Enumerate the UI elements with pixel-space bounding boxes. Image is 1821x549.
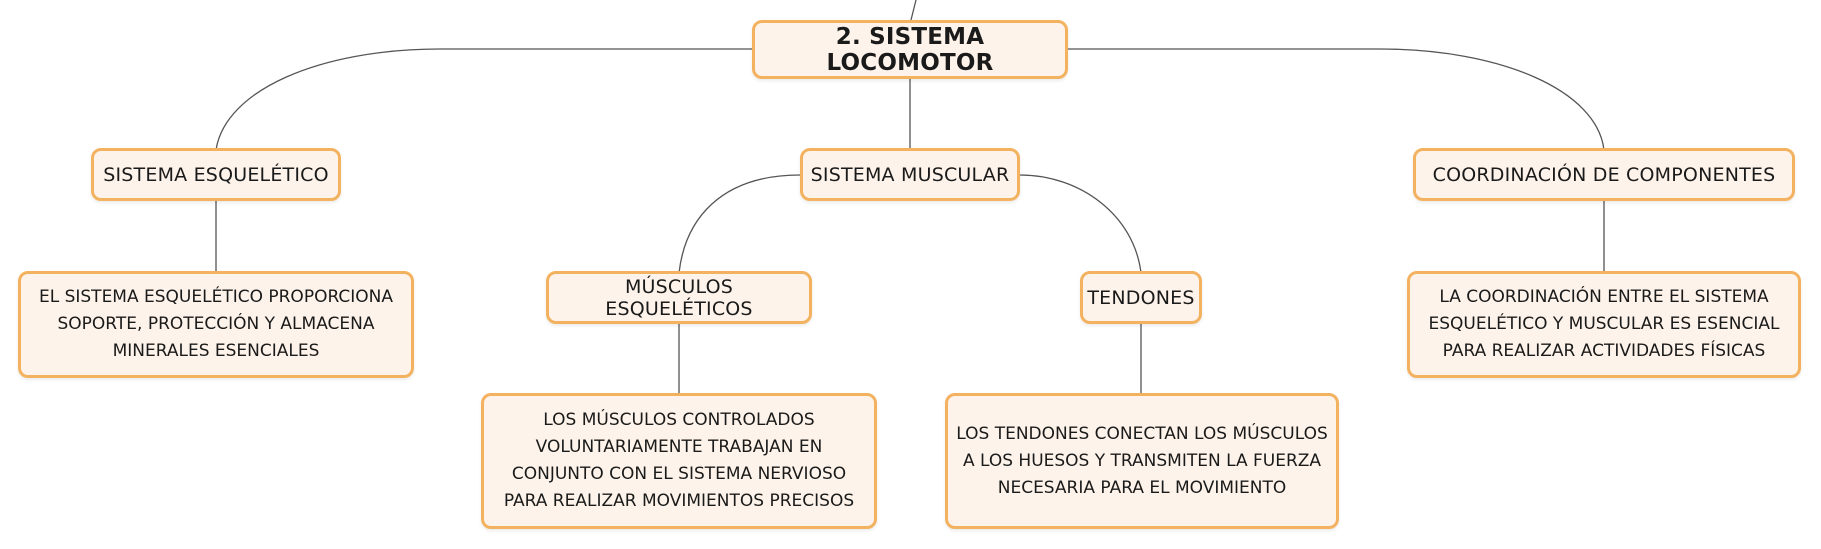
leaf-node-text: LOS MÚSCULOS CONTROLADOS VOLUNTARIAMENTE… (503, 410, 855, 511)
leaf-node-coordination-description[interactable]: LA COORDINACIÓN ENTRE EL SISTEMA ESQUELÉ… (1407, 271, 1801, 378)
connector-muscular-to-tendons (1019, 174, 1142, 274)
leaf-node-tendons-description[interactable]: LOS TENDONES CONECTAN LOS MÚSCULOS A LOS… (945, 393, 1339, 529)
leaf-node-skeletal-muscles-description[interactable]: LOS MÚSCULOS CONTROLADOS VOLUNTARIAMENTE… (481, 393, 877, 529)
branch-node-component-coordination[interactable]: COORDINACIÓN DE COMPONENTES (1413, 148, 1795, 201)
connector-parent-to-root (910, 0, 917, 21)
root-node[interactable]: 2. SISTEMA LOCOMOTOR (752, 20, 1068, 79)
sub-node-label: MÚSCULOS ESQUELÉTICOS (605, 275, 753, 320)
connector-root-to-coordination (1068, 48, 1605, 151)
branch-node-label: SISTEMA MUSCULAR (810, 163, 1010, 186)
connector-muscular-to-skeletal-muscles (678, 174, 801, 274)
sub-node-skeletal-muscles[interactable]: MÚSCULOS ESQUELÉTICOS (546, 271, 812, 324)
branch-node-skeletal-system[interactable]: SISTEMA ESQUELÉTICO (91, 148, 341, 201)
leaf-node-skeletal-description[interactable]: EL SISTEMA ESQUELÉTICO PROPORCIONA SOPOR… (18, 271, 414, 378)
leaf-node-text: EL SISTEMA ESQUELÉTICO PROPORCIONA SOPOR… (38, 287, 394, 361)
leaf-node-text: LOS TENDONES CONECTAN LOS MÚSCULOS A LOS… (956, 423, 1328, 498)
branch-node-label: COORDINACIÓN DE COMPONENTES (1432, 163, 1776, 186)
sub-node-label: TENDONES (1087, 286, 1195, 309)
root-node-label: 2. SISTEMA LOCOMOTOR (826, 23, 994, 76)
branch-node-muscular-system[interactable]: SISTEMA MUSCULAR (800, 148, 1020, 201)
connector-root-to-skeletal (215, 48, 752, 151)
sub-node-tendons[interactable]: TENDONES (1080, 271, 1202, 324)
branch-node-label: SISTEMA ESQUELÉTICO (103, 163, 329, 186)
leaf-node-text: LA COORDINACIÓN ENTRE EL SISTEMA ESQUELÉ… (1428, 287, 1780, 361)
